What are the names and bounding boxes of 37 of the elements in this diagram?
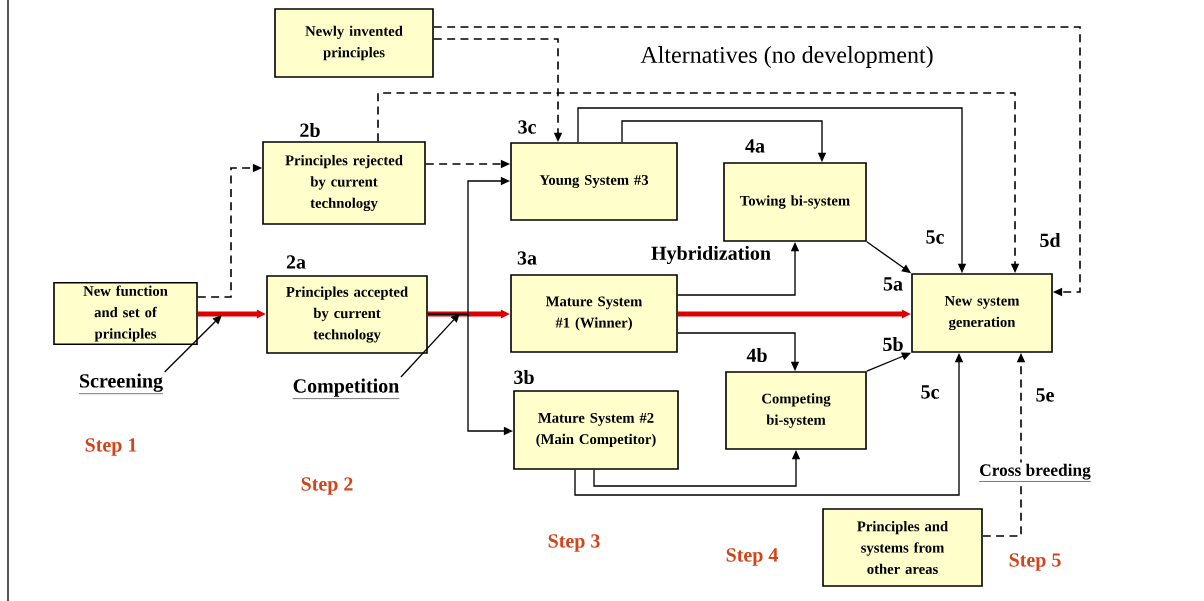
step-number: 2a [286,255,306,269]
step-number: 3c [518,120,536,134]
step-number: 3b [514,370,534,385]
underlined-label: Screening [78,373,164,394]
step-label: Step 4 [726,548,778,566]
process-box: New function and set of principles [53,281,198,346]
leader-arrow [163,315,222,373]
process-box: New system generation [911,273,1053,353]
step-number: 5b [883,337,903,352]
leader-arrow [400,313,460,378]
arrow [433,26,1081,297]
step-number: 5c [921,385,939,399]
process-box: Principles and systems from other areas [822,508,983,587]
underlined-label: Competition [292,378,400,399]
process-box: Principles accepted by current technology [266,275,428,354]
step-number: 4a [745,139,765,153]
process-box: Young System #3 [510,142,678,221]
process-box: Mature System #1 (Winner) [510,274,678,353]
process-box: Newly invented principles [274,8,434,78]
step-label: Step 2 [301,477,353,495]
step-label: Step 5 [1009,553,1061,571]
step-number: 2b [300,123,320,138]
step-number: 5e [1036,388,1054,402]
step-number: 5a [883,277,903,291]
step-number: 3a [517,251,537,265]
process-box: Towing bi-system [723,162,867,242]
process-box: Principles rejected by current technology [262,141,426,225]
step-label: Step 3 [548,534,600,552]
process-box: Mature System #2 (Main Competitor) [513,390,679,470]
process-box: Competing bi-system [725,371,867,450]
annotation-text: Alternatives (no development) [640,46,933,68]
underlined-label: Cross breeding [977,462,1093,484]
step-number: 5d [1040,233,1061,248]
step-number: 4b [746,348,767,363]
annotation-text: Hybridization [651,245,771,265]
step-number: 5c [926,230,944,244]
step-label: Step 1 [85,438,137,456]
